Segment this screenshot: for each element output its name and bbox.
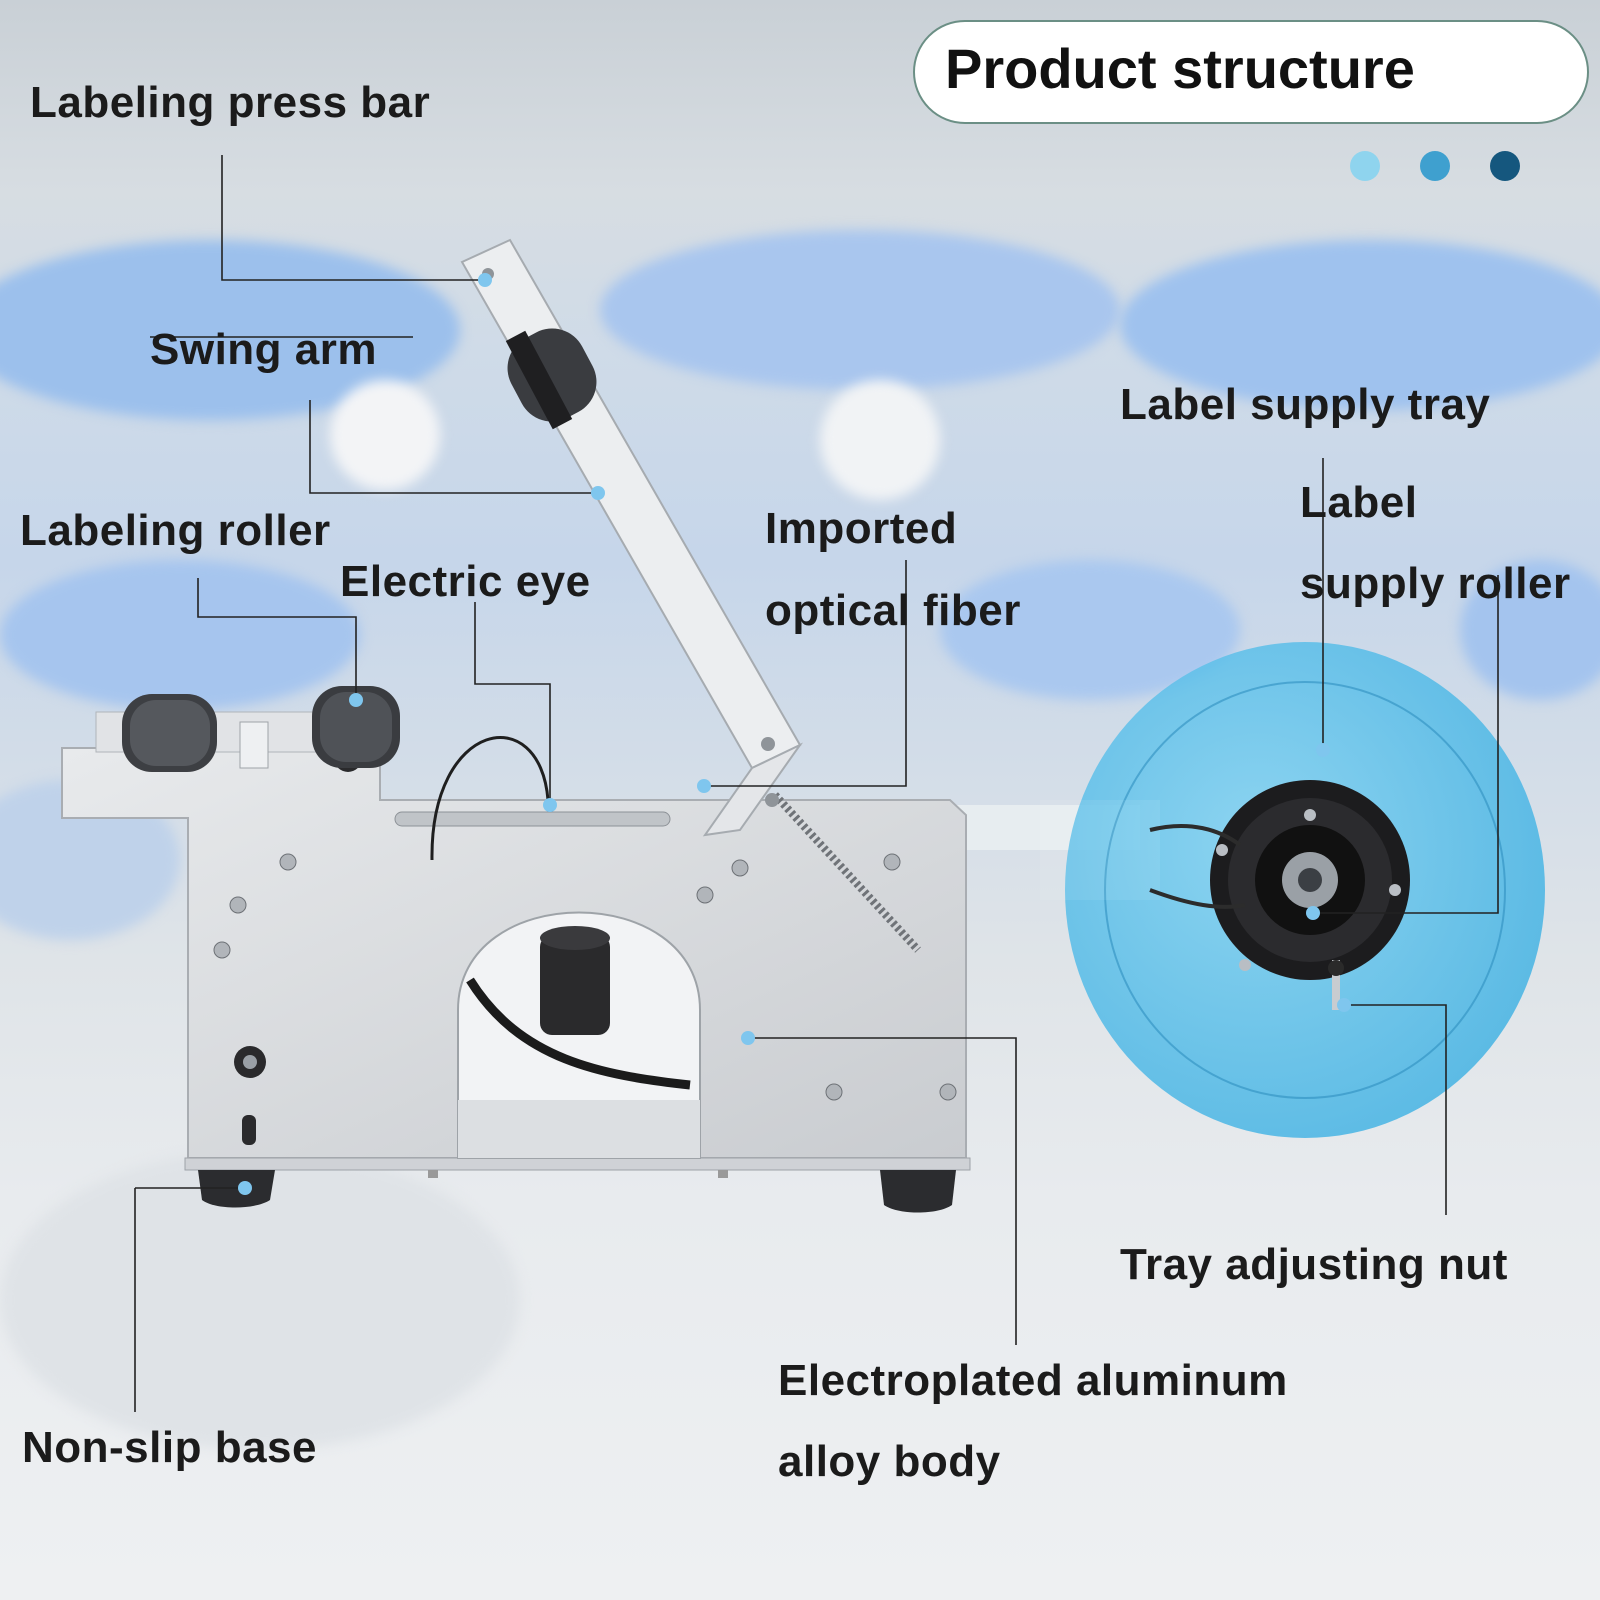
leader-lines: [134, 155, 1499, 1412]
label-non-slip-base: Non-slip base: [22, 1423, 317, 1472]
decor-dot-dark: [1490, 151, 1520, 181]
label-imported-optical-fiber-line1: Imported: [765, 504, 958, 553]
label-swing-arm: Swing arm: [150, 325, 377, 374]
label-imported-optical-fiber-line2: optical fiber: [765, 586, 1021, 635]
background-bokeh: [1120, 240, 1600, 410]
background-bokeh: [820, 380, 940, 500]
background-bokeh: [600, 230, 1120, 390]
label-label-supply-tray: Label supply tray: [1120, 380, 1491, 429]
label-labeling-roller: Labeling roller: [20, 506, 331, 555]
title-box: Product structure: [913, 20, 1589, 124]
machine-body: [61, 711, 971, 1171]
marker-dots: [238, 273, 1351, 1195]
labeling-roller: [122, 686, 400, 772]
decor-dot-mid: [1420, 151, 1450, 181]
label-electric-eye: Electric eye: [340, 557, 591, 606]
label-labeling-press-bar: Labeling press bar: [30, 78, 431, 127]
swing-arm: [460, 238, 804, 837]
label-supply-roller: [1149, 780, 1410, 1010]
background-bokeh: [330, 380, 440, 490]
label-electroplated-body-line2: alloy body: [778, 1437, 1001, 1486]
non-slip-base: [198, 1170, 956, 1213]
label-tray-adjusting-nut: Tray adjusting nut: [1120, 1240, 1508, 1289]
label-label-supply-roller-line2: supply roller: [1300, 559, 1571, 608]
label-label-supply-roller-line1: Label: [1300, 478, 1418, 527]
page-title: Product structure: [945, 37, 1415, 100]
background-bokeh: [1460, 560, 1600, 700]
label-electroplated-body-line1: Electroplated aluminum: [778, 1356, 1288, 1405]
background-bokeh: [0, 560, 360, 710]
decor-dot-light: [1350, 151, 1380, 181]
